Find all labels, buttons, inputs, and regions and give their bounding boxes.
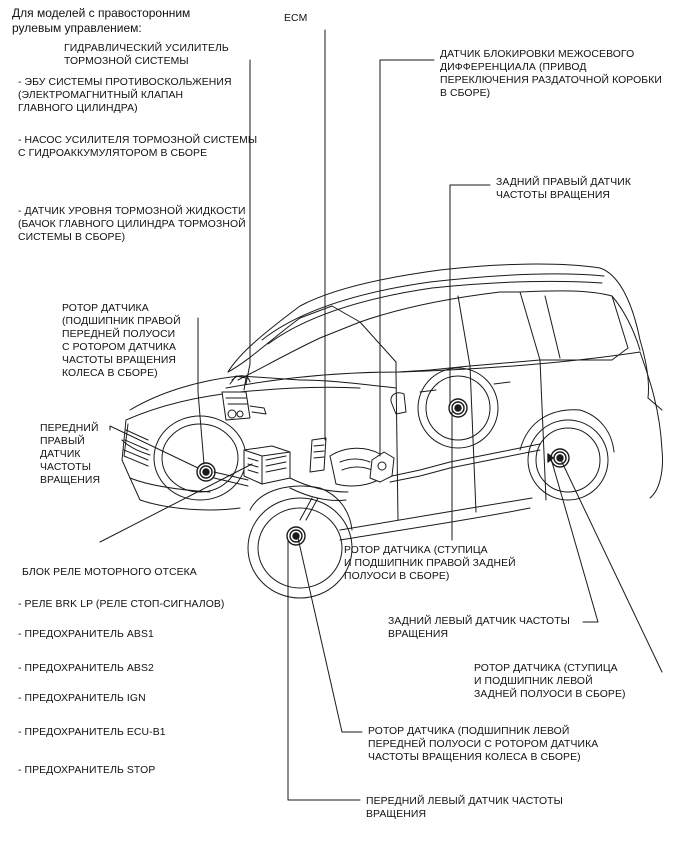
label-pump-accumulator: - НАСОС УСИЛИТЕЛЯ ТОРМОЗНОЙ СИСТЕМЫ С ГИ… [18, 135, 258, 159]
header-line-2: рулевым управлением: [12, 21, 142, 35]
label-diff-lock-sensor: ДАТЧИК БЛОКИРОВКИ МЕЖОСЕВОГО ДИФФЕРЕНЦИА… [440, 49, 662, 99]
label-front-right-rotor: РОТОР ДАТЧИКА (ПОДШИПНИК ПРАВОЙ ПЕРЕДНЕЙ… [62, 303, 181, 379]
label-front-right-sensor: ПЕРЕДНИЙ ПРАВЫЙ ДАТЧИК ЧАСТОТЫ ВРАЩЕНИЯ [40, 423, 101, 486]
label-rear-left-rotor: РОТОР ДАТЧИКА (СТУПИЦА И ПОДШИПНИК ЛЕВОЙ… [474, 663, 626, 700]
label-front-left-rotor: РОТОР ДАТЧИКА (ПОДШИПНИК ЛЕВОЙ ПЕРЕДНЕЙ … [368, 726, 599, 763]
header-line-1: Для моделей с правосторонним [12, 6, 191, 20]
label-relay-block: БЛОК РЕЛЕ МОТОРНОГО ОТСЕКА [22, 567, 197, 578]
leader-lines [100, 30, 662, 800]
label-fluid-level-sensor: - ДАТЧИК УРОВНЯ ТОРМОЗНОЙ ЖИДКОСТИ (БАЧО… [18, 206, 246, 243]
label-hydraulic-booster: ГИДРАВЛИЧЕСКИЙ УСИЛИТЕЛЬ ТОРМОЗНОЙ СИСТЕ… [64, 43, 229, 67]
label-fuse-ecu-b1: - ПРЕДОХРАНИТЕЛЬ ECU-B1 [18, 727, 166, 738]
label-front-left-sensor: ПЕРЕДНИЙ ЛЕВЫЙ ДАТЧИК ЧАСТОТЫ ВРАЩЕНИЯ [366, 796, 563, 820]
label-relay-brk-lp: - РЕЛЕ BRK LP (РЕЛЕ СТОП-СИГНАЛОВ) [18, 599, 225, 610]
label-fuse-abs2: - ПРЕДОХРАНИТЕЛЬ ABS2 [18, 663, 154, 674]
label-fuse-stop: - ПРЕДОХРАНИТЕЛЬ STOP [18, 765, 156, 776]
label-rear-right-sensor: ЗАДНИЙ ПРАВЫЙ ДАТЧИК ЧАСТОТЫ ВРАЩЕНИЯ [496, 177, 631, 201]
label-fuse-abs1: - ПРЕДОХРАНИТЕЛЬ ABS1 [18, 629, 154, 640]
label-fuse-ign: - ПРЕДОХРАНИТЕЛЬ IGN [18, 693, 146, 704]
label-rear-right-rotor: РОТОР ДАТЧИКА (СТУПИЦА И ПОДШИПНИК ПРАВО… [344, 545, 516, 582]
car-body [122, 264, 663, 540]
label-ecm: ECM [284, 13, 308, 24]
label-abs-ecu: - ЭБУ СИСТЕМЫ ПРОТИВОСКОЛЬЖЕНИЯ (ЭЛЕКТРО… [18, 77, 232, 114]
label-rear-left-sensor: ЗАДНИЙ ЛЕВЫЙ ДАТЧИК ЧАСТОТЫ ВРАЩЕНИЯ [388, 616, 570, 640]
engine-bay-components [214, 376, 540, 520]
